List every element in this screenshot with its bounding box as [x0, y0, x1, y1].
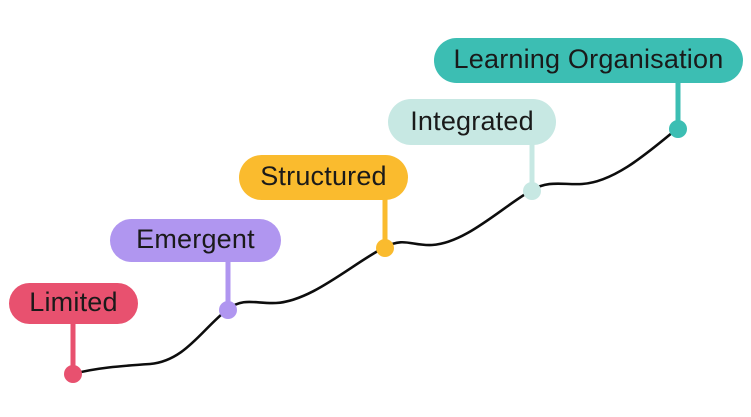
stage-dot-limited: [64, 365, 82, 383]
stage-dot-learning-organisation: [669, 120, 687, 138]
stage-dot-emergent: [219, 301, 237, 319]
stage-label-integrated: Integrated: [410, 105, 534, 136]
stage-dot-structured: [376, 239, 394, 257]
stage-pill-integrated: Integrated: [388, 99, 556, 145]
stage-label-structured: Structured: [260, 161, 387, 191]
stage-dot-integrated: [523, 182, 541, 200]
stage-label-learning-organisation: Learning Organisation: [453, 44, 724, 74]
stage-pill-learning-organisation: Learning Organisation: [434, 38, 743, 83]
stage-pill-emergent: Emergent: [110, 219, 281, 262]
stage-label-emergent: Emergent: [136, 224, 255, 254]
stage-pill-limited: Limited: [9, 283, 138, 324]
stage-pill-structured: Structured: [239, 155, 408, 200]
stage-label-limited: Limited: [29, 287, 118, 317]
